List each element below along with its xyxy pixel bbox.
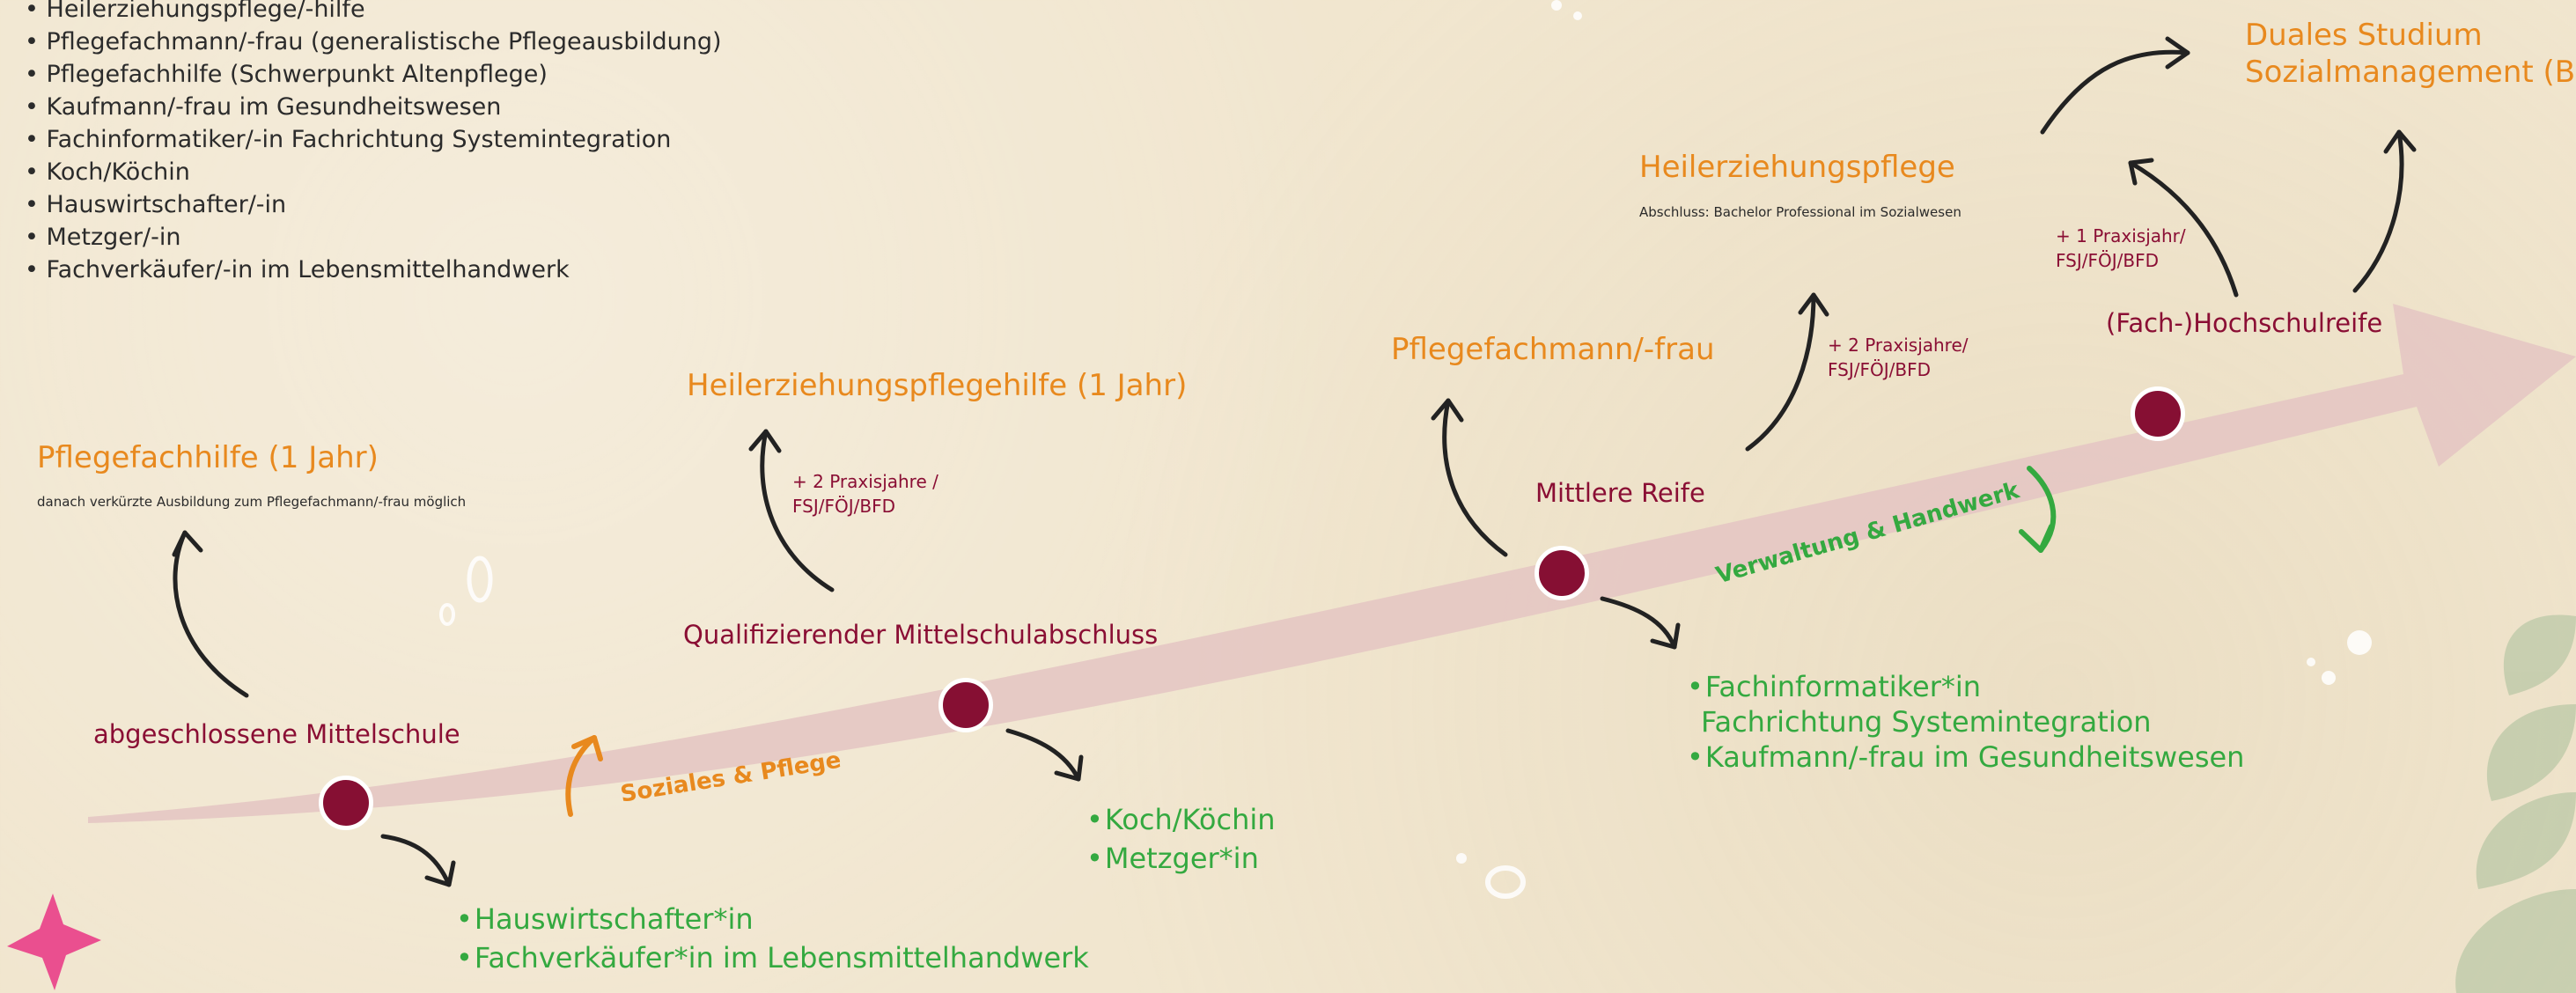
- praxis-note-1-line1: + 2 Praxisjahre /: [792, 471, 938, 492]
- list-item-continuation: Fachrichtung Systemintegration: [1687, 704, 2244, 739]
- arrows: [172, 36, 2417, 887]
- list-item: •Kaufmann/-frau im Gesundheitswesen: [1687, 740, 2245, 774]
- milestone-label-4: (Fach-)Hochschulreife: [2106, 308, 2383, 338]
- dot-decoration: [439, 0, 2372, 899]
- list-item-label: Fachverkäufer*in im Lebensmittelhandwerk: [474, 941, 1089, 975]
- leaf-decoration: [2455, 614, 2576, 993]
- career-pflegefachmann: Pflegefachmann/-frau: [1391, 332, 1715, 367]
- list-item: Hauswirtschafter/-in: [25, 188, 722, 221]
- praxis-note-2-line2: FSJ/FÖJ/BFD: [1828, 359, 1931, 380]
- milestone-dot-4: [2131, 386, 2185, 441]
- list-item: •Fachverkäufer*in im Lebensmittelhandwer…: [456, 941, 1089, 975]
- list-item: Fachverkäufer/-in im Lebensmittelhandwer…: [25, 254, 722, 286]
- green-list-3: •Fachinformatiker*in Fachrichtung System…: [1687, 669, 2244, 775]
- list-item: •Fachinformatiker*in: [1687, 670, 1982, 703]
- list-item-label: Metzger*in: [1104, 842, 1259, 875]
- career-hep-hilfe: Heilerziehungspflegehilfe (1 Jahr): [687, 368, 1188, 403]
- praxis-note-1: + 2 Praxisjahre / FSJ/FÖJ/BFD: [792, 469, 938, 519]
- career-pflegefachhilfe: Pflegefachhilfe (1 Jahr): [37, 440, 379, 475]
- milestone-dot-1: [319, 776, 373, 830]
- career-studium-line1: Duales Studium: [2245, 18, 2483, 53]
- list-item: Kaufmann/-frau im Gesundheitswesen: [25, 91, 722, 123]
- list-item-label: Fachrichtung Systemintegration: [1701, 705, 2152, 739]
- ausbildung-list: Heilerziehungspflege/-hilfe Pflegefachma…: [25, 0, 722, 286]
- praxis-note-3-line2: FSJ/FÖJ/BFD: [2056, 250, 2159, 271]
- milestone-label-3: Mittlere Reife: [1535, 478, 1705, 508]
- milestone-dot-3: [1535, 546, 1589, 600]
- career-hep: Heilerziehungspflege: [1639, 150, 1955, 185]
- career-studium-line2: Sozialmanagement (B.A.): [2245, 55, 2576, 90]
- list-item: Pflegefachmann/-frau (generalistische Pf…: [25, 26, 722, 58]
- praxis-note-3: + 1 Praxisjahr/ FSJ/FÖJ/BFD: [2056, 224, 2186, 273]
- list-item-label: Koch/Köchin: [1104, 803, 1276, 836]
- list-item: •Metzger*in: [1086, 842, 1259, 875]
- green-list-2: •Koch/Köchin •Metzger*in: [1086, 800, 1276, 878]
- milestone-label-1: abgeschlossene Mittelschule: [93, 719, 460, 749]
- praxis-note-3-line1: + 1 Praxisjahr/: [2056, 225, 2186, 246]
- list-item: Koch/Köchin: [25, 156, 722, 188]
- praxis-note-1-line2: FSJ/FÖJ/BFD: [792, 496, 895, 517]
- list-item: •Koch/Köchin: [1086, 803, 1276, 836]
- list-item: Metzger/-in: [25, 221, 722, 254]
- list-item: Fachinformatiker/-in Fachrichtung System…: [25, 123, 722, 156]
- star-decoration: [7, 894, 101, 990]
- career-hep-note: Abschluss: Bachelor Professional im Sozi…: [1639, 204, 1961, 220]
- list-item-label: Fachinformatiker*in: [1704, 670, 1982, 703]
- list-item: •Hauswirtschafter*in: [456, 902, 754, 936]
- career-pflegefachhilfe-note: danach verkürzte Ausbildung zum Pflegefa…: [37, 494, 467, 510]
- list-item-label: Hauswirtschafter*in: [474, 902, 754, 936]
- milestone-dot-2: [938, 678, 993, 732]
- list-item: Pflegefachhilfe (Schwerpunkt Altenpflege…: [25, 58, 722, 91]
- career-studium: Duales Studium Sozialmanagement (B.A.): [2245, 17, 2576, 91]
- list-item: Heilerziehungspflege/-hilfe: [25, 0, 722, 26]
- green-lane-arrow: [2019, 466, 2057, 553]
- orange-lane-arrow: [565, 735, 603, 817]
- list-item-label: Kaufmann/-frau im Gesundheitswesen: [1704, 740, 2245, 774]
- praxis-note-2: + 2 Praxisjahre/ FSJ/FÖJ/BFD: [1828, 333, 1969, 382]
- green-list-1: •Hauswirtschafter*in •Fachverkäufer*in i…: [456, 900, 1089, 977]
- milestone-label-2: Qualifizierender Mittelschulabschluss: [683, 620, 1159, 650]
- praxis-note-2-line1: + 2 Praxisjahre/: [1828, 335, 1969, 356]
